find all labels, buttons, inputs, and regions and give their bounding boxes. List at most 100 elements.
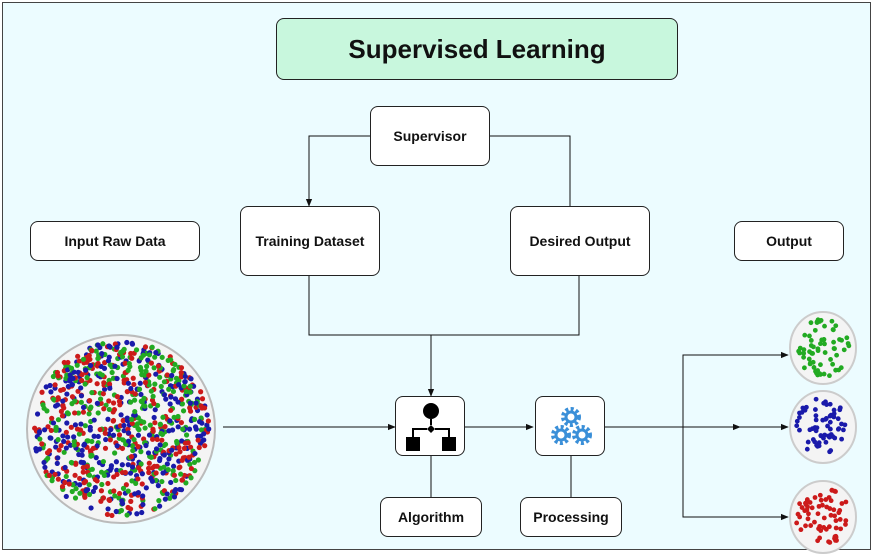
raw-data-point [84, 375, 90, 381]
raw-data-point [63, 375, 69, 381]
cluster-point [825, 423, 830, 429]
raw-data-point [188, 475, 194, 481]
raw-data-point [111, 488, 117, 494]
raw-data-point [156, 498, 162, 504]
cluster-point [839, 421, 844, 427]
raw-data-point [177, 464, 183, 470]
raw-data-point [34, 411, 41, 417]
raw-data-point [133, 347, 140, 353]
raw-data-point [148, 360, 155, 366]
cluster-point [832, 513, 838, 519]
raw-data-point [102, 360, 108, 366]
raw-data-point [136, 465, 142, 471]
cluster-point [826, 539, 831, 545]
raw-data-point [89, 466, 95, 472]
raw-data-point [80, 404, 87, 410]
raw-data-point [97, 344, 103, 351]
raw-data-point [97, 396, 104, 402]
raw-data-point [179, 477, 186, 483]
raw-data-point [176, 382, 182, 388]
raw-data-point [187, 461, 193, 467]
raw-data-point [195, 437, 201, 443]
cluster-point [828, 357, 833, 362]
raw-data-point [49, 478, 55, 484]
raw-data-point [61, 359, 67, 366]
raw-data-point [135, 432, 142, 438]
cluster-point [839, 436, 845, 442]
raw-data-point [178, 419, 185, 426]
raw-data-point [87, 427, 93, 433]
raw-data-point [178, 374, 184, 380]
raw-data-point [47, 382, 53, 389]
raw-data-point [90, 445, 96, 451]
raw-data-point [162, 496, 168, 502]
raw-data-point [122, 360, 128, 366]
raw-data-point [106, 343, 112, 349]
raw-data-point [80, 356, 87, 362]
raw-data-point [77, 490, 83, 496]
raw-data-point [119, 498, 125, 504]
raw-data-point [165, 467, 171, 473]
raw-data-point [76, 431, 82, 437]
raw-data-point [113, 459, 120, 465]
cluster-point [841, 347, 847, 353]
cluster-point [804, 446, 810, 452]
raw-data-point [173, 451, 179, 457]
raw-data-point [95, 433, 101, 440]
raw-data-point [158, 383, 164, 390]
raw-data-point [165, 357, 171, 364]
cluster-point [827, 401, 833, 407]
raw-data-point [188, 376, 194, 382]
raw-data-point [58, 387, 64, 393]
raw-data-point [166, 386, 172, 392]
raw-data-point [181, 445, 187, 452]
cluster-point [826, 524, 832, 530]
raw-data-point [85, 487, 91, 493]
cluster-point [802, 365, 807, 371]
cluster-point [798, 527, 804, 533]
raw-data-point [186, 426, 193, 432]
training-dataset-node: Training Dataset [240, 206, 380, 276]
raw-data-point [133, 480, 139, 486]
raw-data-point [134, 511, 140, 517]
raw-data-point [87, 362, 94, 369]
cluster-point [826, 433, 832, 439]
cluster-point [836, 510, 842, 516]
raw-data-point [127, 470, 134, 476]
raw-data-point [128, 454, 135, 460]
raw-data-point [72, 495, 79, 501]
raw-data-point [125, 380, 132, 386]
cluster-point [810, 437, 816, 442]
raw-data-point [63, 445, 69, 451]
raw-data-point [183, 388, 189, 395]
raw-data-point [129, 420, 135, 426]
cluster-point [822, 341, 827, 347]
raw-data-point [114, 394, 120, 400]
raw-data-point [119, 354, 126, 360]
raw-data-point [103, 436, 109, 443]
processing-node: Processing [520, 497, 622, 537]
raw-data-point [82, 423, 88, 429]
raw-data-point [168, 394, 174, 400]
raw-data-point [167, 401, 173, 407]
raw-data-point [85, 438, 91, 444]
raw-data-point [193, 400, 199, 406]
raw-data-point [160, 470, 166, 476]
cluster-point [812, 519, 817, 525]
raw-data-point [169, 372, 175, 379]
raw-data-point [157, 503, 163, 509]
cluster-point [818, 362, 823, 368]
output-red-cluster [789, 480, 857, 554]
raw-data-point [118, 349, 124, 356]
cluster-point [822, 323, 827, 329]
raw-data-point [148, 454, 154, 460]
raw-data-point [187, 408, 194, 414]
cluster-point [827, 373, 832, 379]
cluster-point [812, 495, 818, 500]
cluster-point [823, 439, 829, 445]
raw-data-point [128, 498, 134, 504]
cluster-point [815, 348, 821, 354]
raw-data-point [139, 471, 145, 477]
raw-data-point [110, 400, 117, 406]
raw-data-point [127, 399, 134, 405]
